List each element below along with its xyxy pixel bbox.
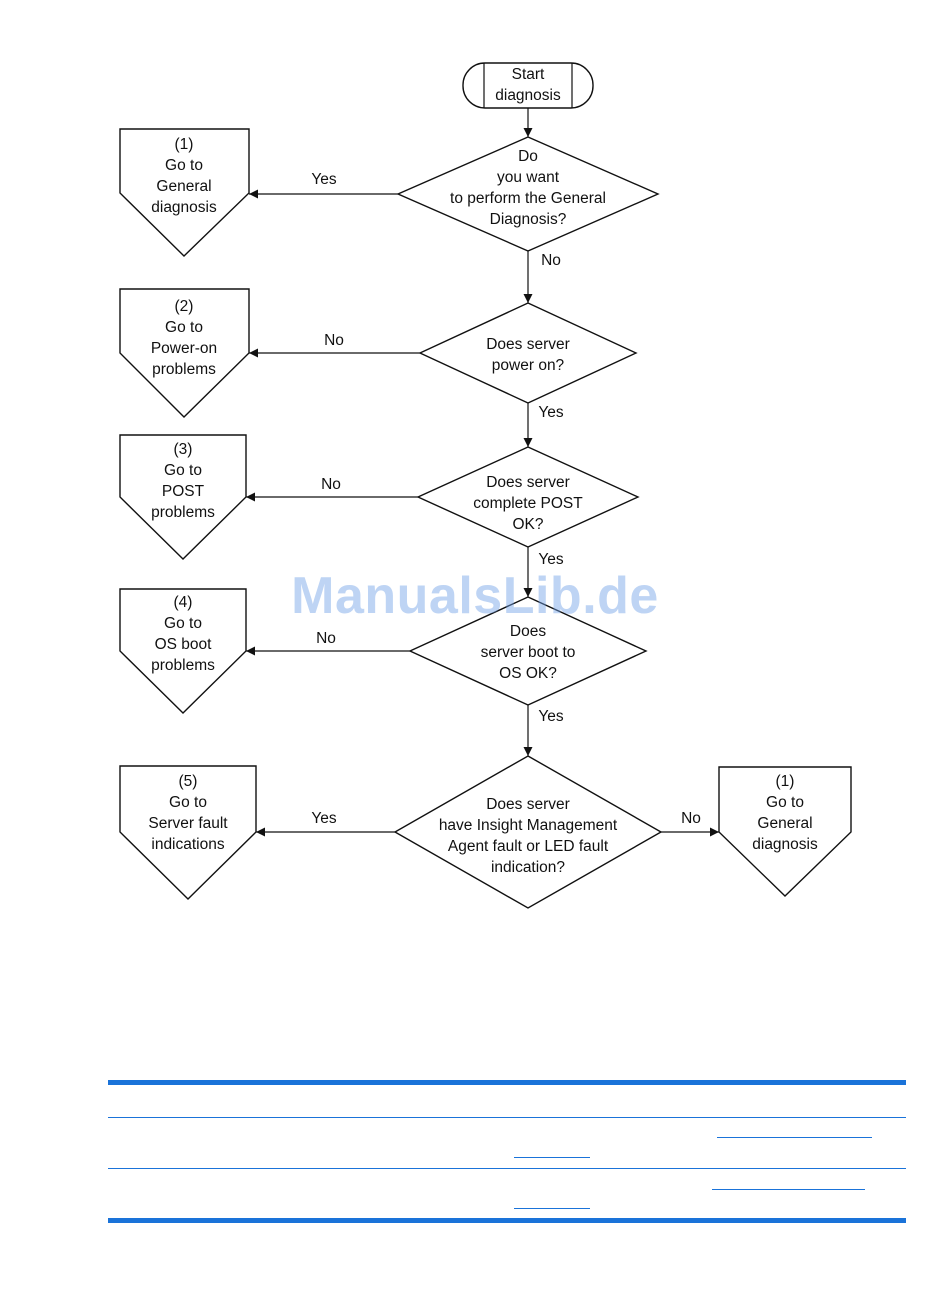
t1-line-2: Go to bbox=[165, 157, 203, 174]
start-terminator bbox=[462, 62, 594, 109]
t2-line-4: problems bbox=[152, 361, 216, 378]
terminal-general-diagnosis bbox=[119, 128, 250, 257]
table-row-2-link[interactable] bbox=[712, 1189, 865, 1190]
q3-line-1: Does server bbox=[486, 474, 570, 491]
q5-line-4: indication? bbox=[491, 859, 565, 876]
q3-line-3: OK? bbox=[512, 516, 543, 533]
q4-line-2: server boot to bbox=[481, 644, 576, 661]
q5-line-1: Does server bbox=[486, 796, 570, 813]
terminal-general-diagnosis-2 bbox=[718, 766, 852, 897]
t2-line-3: Power-on bbox=[151, 340, 217, 357]
q5-line-3: Agent fault or LED fault bbox=[448, 838, 609, 855]
table-row-rule bbox=[108, 1168, 906, 1169]
q5-line-2: have Insight Management bbox=[439, 817, 618, 834]
edge-labels: Yes No No Yes No Yes No Yes Yes No bbox=[311, 171, 701, 827]
t4-line-3: OS boot bbox=[155, 636, 213, 653]
edge-label-q1-no: No bbox=[541, 252, 561, 269]
edge-label-q1-yes: Yes bbox=[311, 171, 337, 188]
node-label-q4: Does server boot to OS OK? bbox=[481, 623, 576, 682]
node-label-t1: (1) Go to General diagnosis bbox=[151, 136, 217, 216]
edge-label-q3-no: No bbox=[321, 476, 341, 493]
node-label-q2: Does server power on? bbox=[486, 336, 570, 374]
edge-label-q3-yes: Yes bbox=[538, 551, 564, 568]
t3-line-4: problems bbox=[151, 504, 215, 521]
node-label-t6: (1) Go to General diagnosis bbox=[752, 773, 818, 853]
t5-line-2: Go to bbox=[169, 794, 207, 811]
t2-line-2: Go to bbox=[165, 319, 203, 336]
decision-fault-indication bbox=[393, 755, 663, 909]
decision-os-boot bbox=[408, 596, 648, 706]
t6-line-1: (1) bbox=[776, 773, 795, 790]
edge-label-q2-no: No bbox=[324, 332, 344, 349]
edge-label-q4-no: No bbox=[316, 630, 336, 647]
terminal-os-boot-problems bbox=[119, 588, 247, 714]
t5-line-1: (5) bbox=[179, 773, 198, 790]
t1-line-3: General bbox=[156, 178, 211, 195]
q1-line-4: Diagnosis? bbox=[490, 211, 567, 228]
decision-power-on bbox=[418, 302, 638, 404]
q3-line-2: complete POST bbox=[473, 495, 583, 512]
edge-label-q2-yes: Yes bbox=[538, 404, 564, 421]
t5-line-3: Server fault bbox=[148, 815, 228, 832]
terminal-power-on-problems bbox=[119, 288, 250, 418]
edge-label-q5-no: No bbox=[681, 810, 701, 827]
table-top-rule bbox=[108, 1080, 906, 1085]
t1-line-1: (1) bbox=[175, 136, 194, 153]
t3-line-3: POST bbox=[162, 483, 205, 500]
table-bottom-rule bbox=[108, 1218, 906, 1223]
t1-line-4: diagnosis bbox=[151, 199, 217, 216]
q1-line-3: to perform the General bbox=[450, 190, 606, 207]
node-label-start: Start diagnosis bbox=[495, 66, 561, 104]
edge-label-q4-yes: Yes bbox=[538, 708, 564, 725]
q4-line-1: Does bbox=[510, 623, 546, 640]
q1-line-2: you want bbox=[497, 169, 560, 186]
t4-line-1: (4) bbox=[174, 594, 193, 611]
t3-line-2: Go to bbox=[164, 462, 202, 479]
node-label-q5: Does server have Insight Management Agen… bbox=[439, 796, 618, 876]
start-node bbox=[462, 62, 594, 109]
table-header-rule bbox=[108, 1117, 906, 1118]
node-label-q3: Does server complete POST OK? bbox=[473, 474, 583, 533]
t6-line-3: General bbox=[757, 815, 812, 832]
node-label-t3: (3) Go to POST problems bbox=[151, 441, 215, 521]
decision-general-diagnosis bbox=[396, 136, 660, 252]
decision-post-ok bbox=[416, 446, 640, 548]
q4-line-3: OS OK? bbox=[499, 665, 557, 682]
terminal-server-fault-indications bbox=[119, 765, 257, 900]
t5-line-4: indications bbox=[151, 836, 224, 853]
t3-line-1: (3) bbox=[174, 441, 193, 458]
edges bbox=[246, 108, 719, 837]
edge-label-q5-yes: Yes bbox=[311, 810, 337, 827]
t4-line-4: problems bbox=[151, 657, 215, 674]
node-label-t2: (2) Go to Power-on problems bbox=[151, 298, 217, 378]
table-row-1-link-continued[interactable] bbox=[514, 1157, 590, 1158]
t6-line-4: diagnosis bbox=[752, 836, 818, 853]
t6-line-2: Go to bbox=[766, 794, 804, 811]
diagnosis-flowchart: Start diagnosis Do you want to perform t… bbox=[119, 62, 852, 909]
q2-line-1: Does server bbox=[486, 336, 570, 353]
table-row-2-link-continued[interactable] bbox=[514, 1208, 590, 1209]
table-row-1-link[interactable] bbox=[717, 1137, 872, 1138]
t4-line-2: Go to bbox=[164, 615, 202, 632]
t2-line-1: (2) bbox=[175, 298, 194, 315]
start-line-2: diagnosis bbox=[495, 87, 561, 104]
q2-line-2: power on? bbox=[492, 357, 565, 374]
node-label-t4: (4) Go to OS boot problems bbox=[151, 594, 215, 674]
q1-line-1: Do bbox=[518, 148, 538, 165]
node-label-q1: Do you want to perform the General Diagn… bbox=[450, 148, 606, 228]
terminal-post-problems bbox=[119, 434, 247, 560]
node-label-t5: (5) Go to Server fault indications bbox=[148, 773, 228, 853]
start-line-1: Start bbox=[512, 66, 545, 83]
